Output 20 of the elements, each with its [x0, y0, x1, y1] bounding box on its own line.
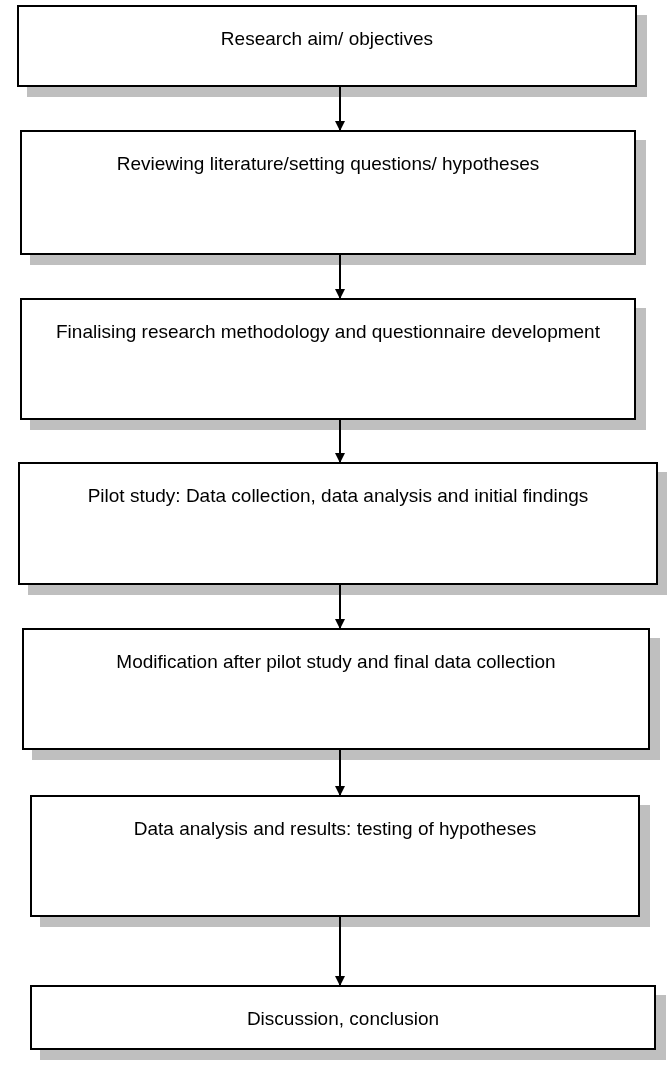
process-box [20, 298, 636, 420]
arrow [335, 584, 345, 629]
process-box [30, 985, 656, 1050]
process-box [22, 628, 650, 750]
box-label: Modification after pilot study and final data collection [116, 650, 556, 674]
process-box [17, 5, 637, 87]
box-label: Finalising research methodology and questionnaire development [56, 320, 600, 344]
process-box [18, 462, 658, 585]
process-box [30, 795, 640, 917]
box-label: Pilot study: Data collection, data analysis and initial findings [87, 484, 589, 508]
process-box [20, 130, 636, 255]
arrow [335, 419, 345, 463]
box-label: Reviewing literature/setting questions/ hypotheses [116, 152, 540, 176]
arrow [335, 916, 345, 986]
box-label: Data analysis and results: testing of hypotheses [133, 817, 537, 841]
arrow [335, 86, 345, 131]
arrow [335, 749, 345, 796]
box-label: Discussion, conclusion [246, 1007, 440, 1031]
arrow [335, 254, 345, 299]
box-label: Research aim/ objectives [220, 27, 434, 51]
